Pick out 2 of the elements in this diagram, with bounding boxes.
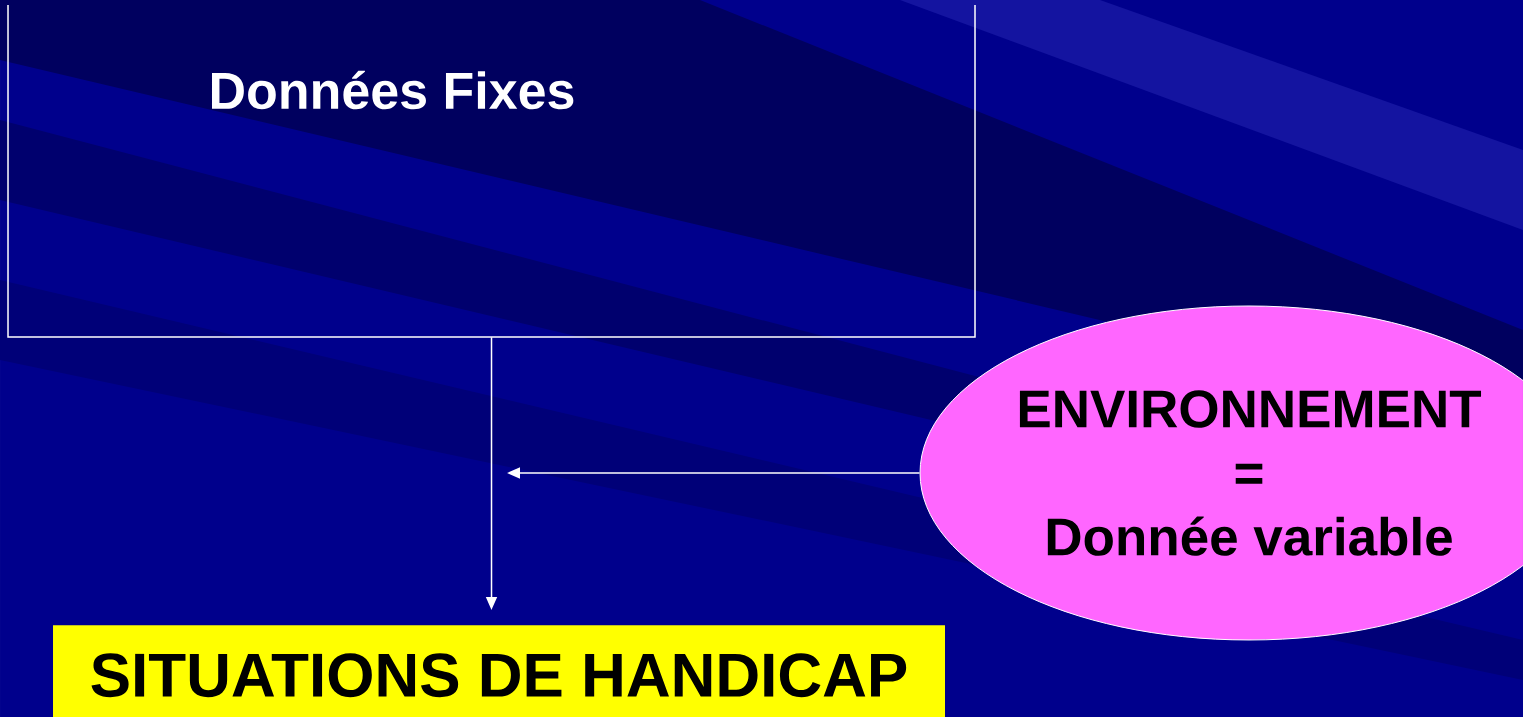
open-box: Données Fixes [7, 4, 976, 338]
highlight-box: SITUATIONS DE HANDICAP [53, 625, 945, 717]
